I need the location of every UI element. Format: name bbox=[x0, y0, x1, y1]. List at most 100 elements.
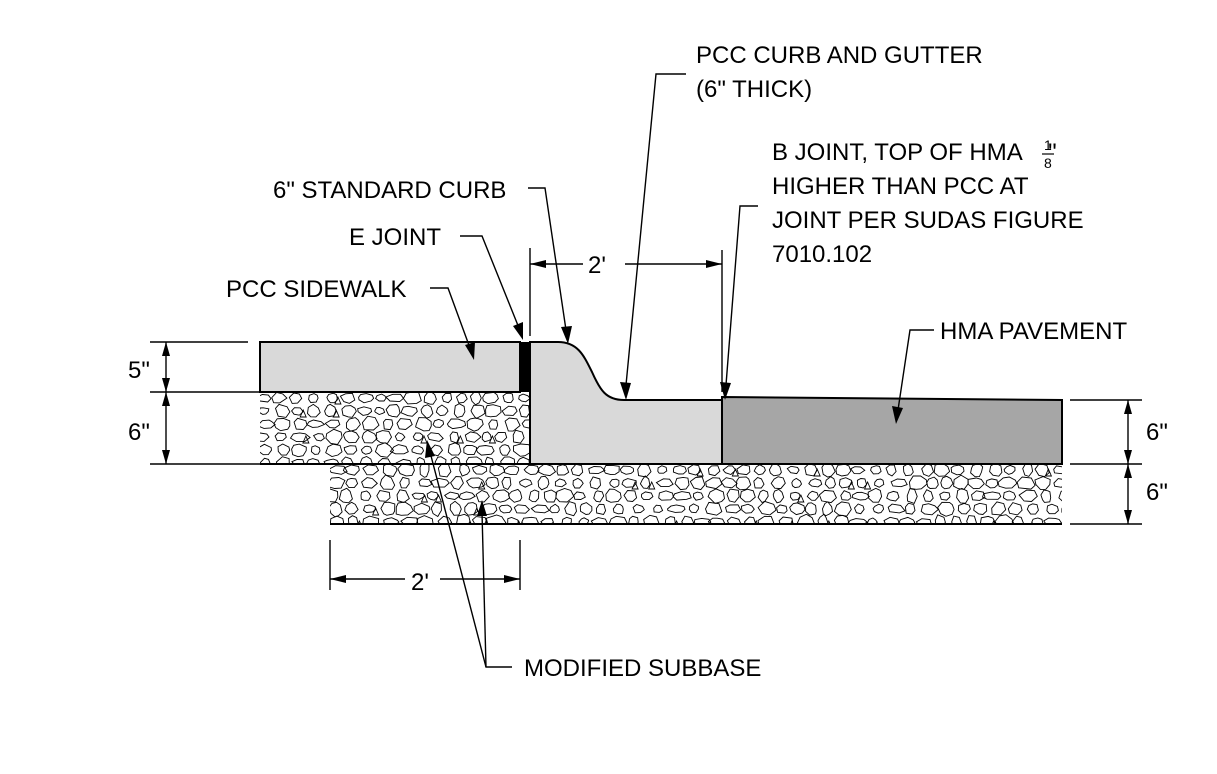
aggregate-stone bbox=[376, 489, 391, 502]
aggregate-stone bbox=[411, 492, 426, 500]
aggregate-stone bbox=[291, 459, 305, 464]
aggregate-stone bbox=[395, 458, 412, 464]
leader-curb-and-gutter bbox=[620, 73, 686, 400]
pcc-curb-and-gutter bbox=[529, 341, 723, 465]
aggregate-chip bbox=[420, 493, 429, 503]
aggregate-stone bbox=[674, 476, 690, 491]
aggregate-stone bbox=[852, 491, 870, 501]
aggregate-stone bbox=[707, 517, 726, 524]
aggregate-stone bbox=[341, 456, 354, 464]
curb-width-dimension-lines bbox=[529, 248, 723, 392]
aggregate-stone bbox=[288, 392, 303, 404]
aggregate-stone bbox=[898, 516, 916, 524]
aggregate-stone bbox=[549, 503, 560, 514]
aggregate-stone bbox=[915, 518, 932, 524]
leader-sidewalk bbox=[430, 287, 475, 360]
aggregate-stone bbox=[1018, 489, 1038, 502]
aggregate-stone bbox=[643, 514, 660, 524]
leader-hma-pavement bbox=[892, 329, 934, 424]
aggregate-chip bbox=[299, 408, 307, 418]
aggregate-stone bbox=[389, 444, 409, 455]
aggregate-stone bbox=[772, 488, 785, 504]
aggregate-chip bbox=[813, 467, 821, 477]
aggregate-stone bbox=[396, 489, 410, 503]
aggregate-stone bbox=[416, 515, 434, 524]
aggregate-stone bbox=[501, 476, 512, 490]
aggregate-stone bbox=[443, 491, 460, 500]
aggregate-stone bbox=[458, 491, 476, 501]
aggregate-stone bbox=[994, 514, 1015, 524]
aggregate-stone bbox=[416, 456, 426, 464]
aggregate-stone bbox=[556, 464, 570, 476]
aggregate-stone bbox=[705, 501, 723, 516]
aggregate-stone bbox=[791, 477, 803, 489]
aggregate-chip bbox=[332, 408, 340, 418]
aggregate-stone bbox=[657, 465, 668, 474]
aggregate-stone bbox=[1053, 478, 1062, 488]
aggregate-stone bbox=[338, 487, 353, 504]
aggregate-stone bbox=[796, 513, 815, 524]
aggregate-stone bbox=[437, 464, 452, 478]
aggregate-stone bbox=[920, 503, 940, 516]
aggregate-chip bbox=[847, 480, 856, 490]
aggregate-stone bbox=[432, 418, 445, 428]
aggregate-stone bbox=[887, 503, 906, 514]
aggregate-stone bbox=[921, 464, 935, 477]
aggregate-stone bbox=[726, 488, 740, 503]
aggregate-stone bbox=[400, 516, 419, 524]
aggregate-stone bbox=[260, 407, 270, 415]
aggregate-stone bbox=[379, 474, 396, 490]
aggregate-stone bbox=[470, 404, 486, 420]
e-joint-filler bbox=[520, 342, 530, 392]
aggregate-stone bbox=[672, 491, 692, 501]
aggregate-stone bbox=[537, 464, 557, 477]
aggregate-stone bbox=[822, 501, 833, 517]
aggregate-stone bbox=[641, 491, 654, 500]
aggregate-stone bbox=[499, 444, 511, 456]
aggregate-stone bbox=[484, 456, 495, 464]
aggregate-stone bbox=[639, 475, 651, 489]
aggregate-stone bbox=[595, 503, 607, 516]
aggregate-stone bbox=[516, 456, 529, 464]
aggregate-stone bbox=[325, 428, 343, 445]
aggregate-stone bbox=[465, 456, 483, 464]
aggregate-stone bbox=[358, 393, 375, 404]
modified-subbase-label: MODIFIED SUBBASE bbox=[524, 655, 761, 682]
aggregate-stone bbox=[632, 503, 645, 514]
aggregate-stone bbox=[466, 417, 484, 432]
aggregate-stone bbox=[1040, 489, 1052, 503]
aggregate-stone bbox=[971, 490, 986, 501]
aggregate-stone bbox=[377, 458, 392, 464]
aggregate-chip bbox=[731, 467, 740, 477]
aggregate-chip bbox=[863, 480, 872, 490]
aggregate-stone bbox=[426, 491, 439, 501]
aggregate-stone bbox=[1053, 465, 1062, 475]
aggregate-chip bbox=[302, 434, 310, 444]
aggregate-stone bbox=[512, 429, 525, 444]
aggregate-stone bbox=[323, 458, 340, 464]
aggregate-stone bbox=[707, 488, 725, 504]
aggregate-stone bbox=[833, 514, 850, 524]
right-dimension-group bbox=[1070, 399, 1142, 525]
aggregate-stone bbox=[375, 430, 393, 444]
aggregate-stone bbox=[402, 392, 422, 405]
aggregate-stone bbox=[609, 478, 620, 488]
aggregate-stone bbox=[573, 491, 586, 500]
aggregate-stone bbox=[908, 475, 928, 490]
aggregate-stone bbox=[870, 465, 882, 475]
aggregate-stone bbox=[853, 503, 865, 515]
aggregate-stone bbox=[362, 515, 380, 524]
aggregate-stone bbox=[307, 403, 321, 418]
aggregate-stone bbox=[465, 477, 486, 489]
b-joint-label-line2: HIGHER THAN PCC AT bbox=[772, 173, 1029, 200]
aggregate-stone bbox=[789, 502, 806, 516]
aggregate-stone bbox=[308, 393, 319, 403]
aggregate-stone bbox=[966, 515, 977, 524]
aggregate-stone bbox=[396, 418, 413, 430]
aggregate-stone bbox=[786, 465, 800, 475]
aggregate-stone bbox=[950, 464, 965, 476]
aggregate-stone bbox=[521, 419, 529, 429]
aggregate-stone bbox=[494, 432, 508, 443]
aggregate-chip bbox=[334, 395, 342, 405]
aggregate-stone bbox=[289, 432, 311, 443]
